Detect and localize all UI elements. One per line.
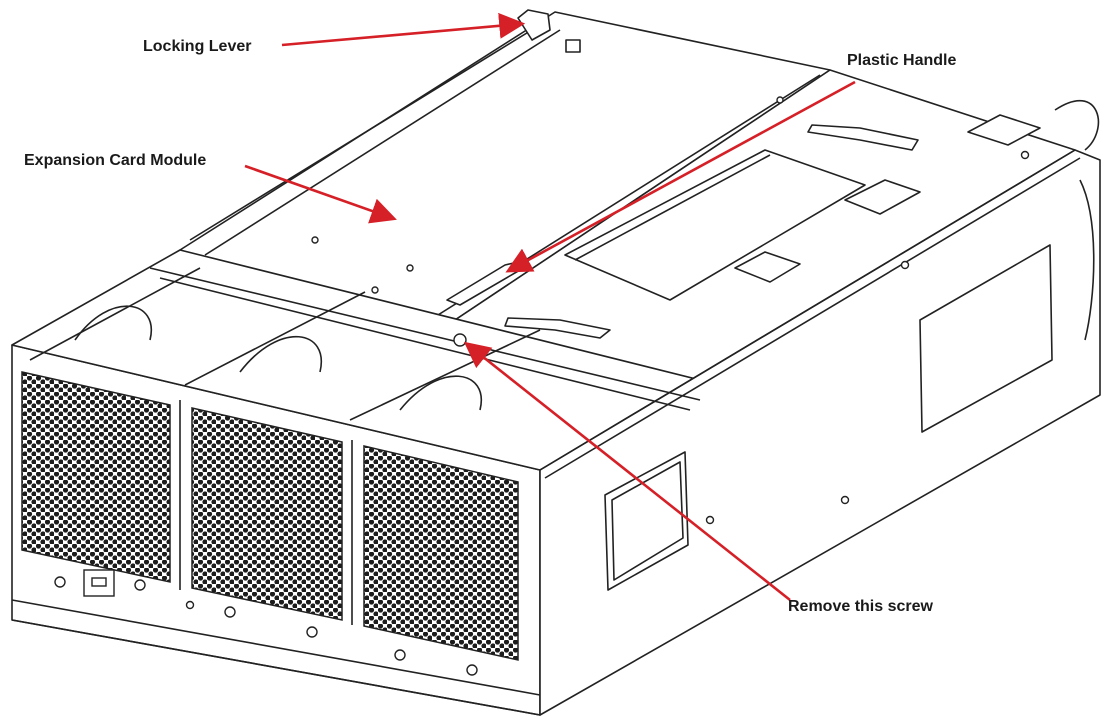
arrow-expansion-card [244, 164, 397, 224]
remove-screw-label: Remove this screw [788, 598, 933, 615]
fan-grille-1 [21, 371, 171, 583]
fan-grille-2 [191, 407, 343, 621]
callout-arrows [244, 12, 856, 602]
locking-lever-label: Locking Lever [143, 38, 252, 55]
arrow-locking-lever [281, 12, 526, 47]
plastic-handle-label: Plastic Handle [847, 52, 957, 69]
fan-grille-3 [363, 445, 519, 661]
screws [54, 96, 1030, 676]
expansion-card-module-label: Expansion Card Module [24, 152, 207, 169]
fan-grilles [21, 371, 519, 661]
chassis-body [11, 9, 1101, 716]
arrow-remove-screw [463, 341, 791, 602]
arrow-plastic-handle [505, 80, 856, 273]
